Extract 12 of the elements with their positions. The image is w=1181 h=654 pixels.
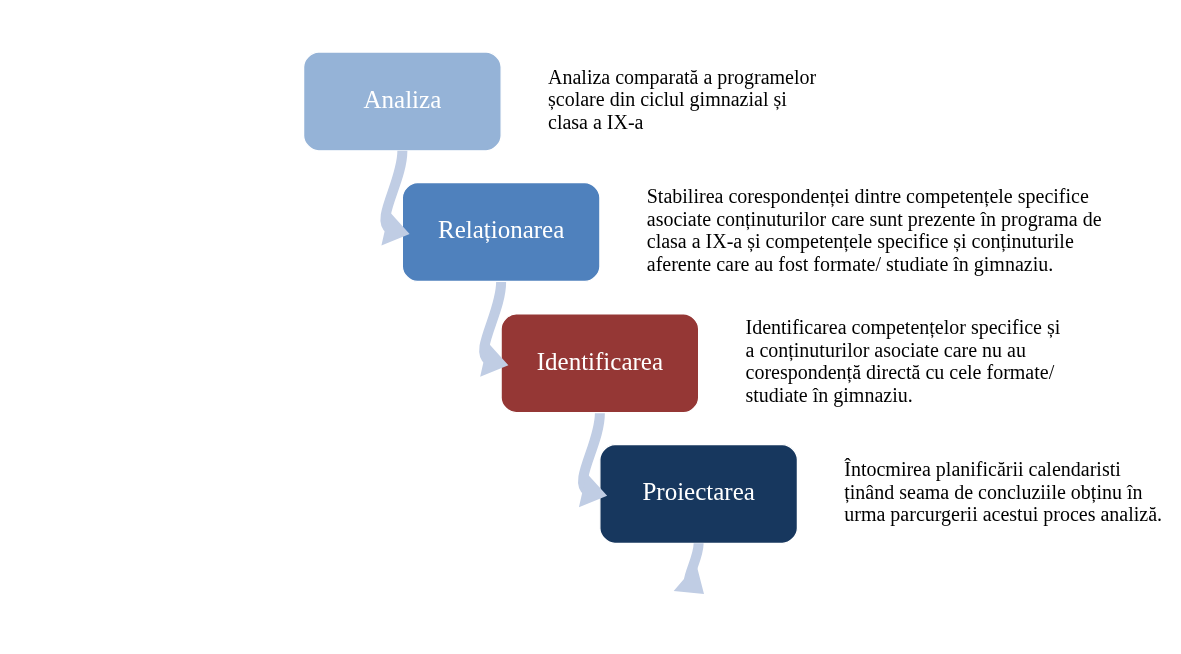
node-box: Analiza [303, 51, 502, 152]
node-label: Identificarea competențelor specifice și a conținuturilor asociate care nu au corespondență directă cu cele formate/ studiate în gimnaziu. [745, 316, 1061, 406]
node-label: Stabilirea corespondenței dintre competențele specifice asociate conținuturilor care sunt prezente în programa de clasa a IX-a și competențele specifice și conținuturile aferente care au fost formate/ studiate în gimnaziu. [646, 185, 1102, 275]
arrow [578, 412, 608, 508]
arrow [673, 542, 704, 594]
node-label: Analiza comparată a programelor școlare din ciclul gimnazial și clasa a IX-a [548, 65, 817, 133]
node-box: Relaționarea [401, 182, 601, 282]
node-label: Întocmirea planificării calendaristi ținând seama de concluziile obținu în urma parcurgerii acestui proces analiză. [844, 458, 1163, 526]
arrow [380, 150, 410, 246]
node-box: Identificarea [500, 313, 700, 414]
arrow [479, 281, 509, 377]
node-box: Proiectarea [599, 443, 798, 544]
